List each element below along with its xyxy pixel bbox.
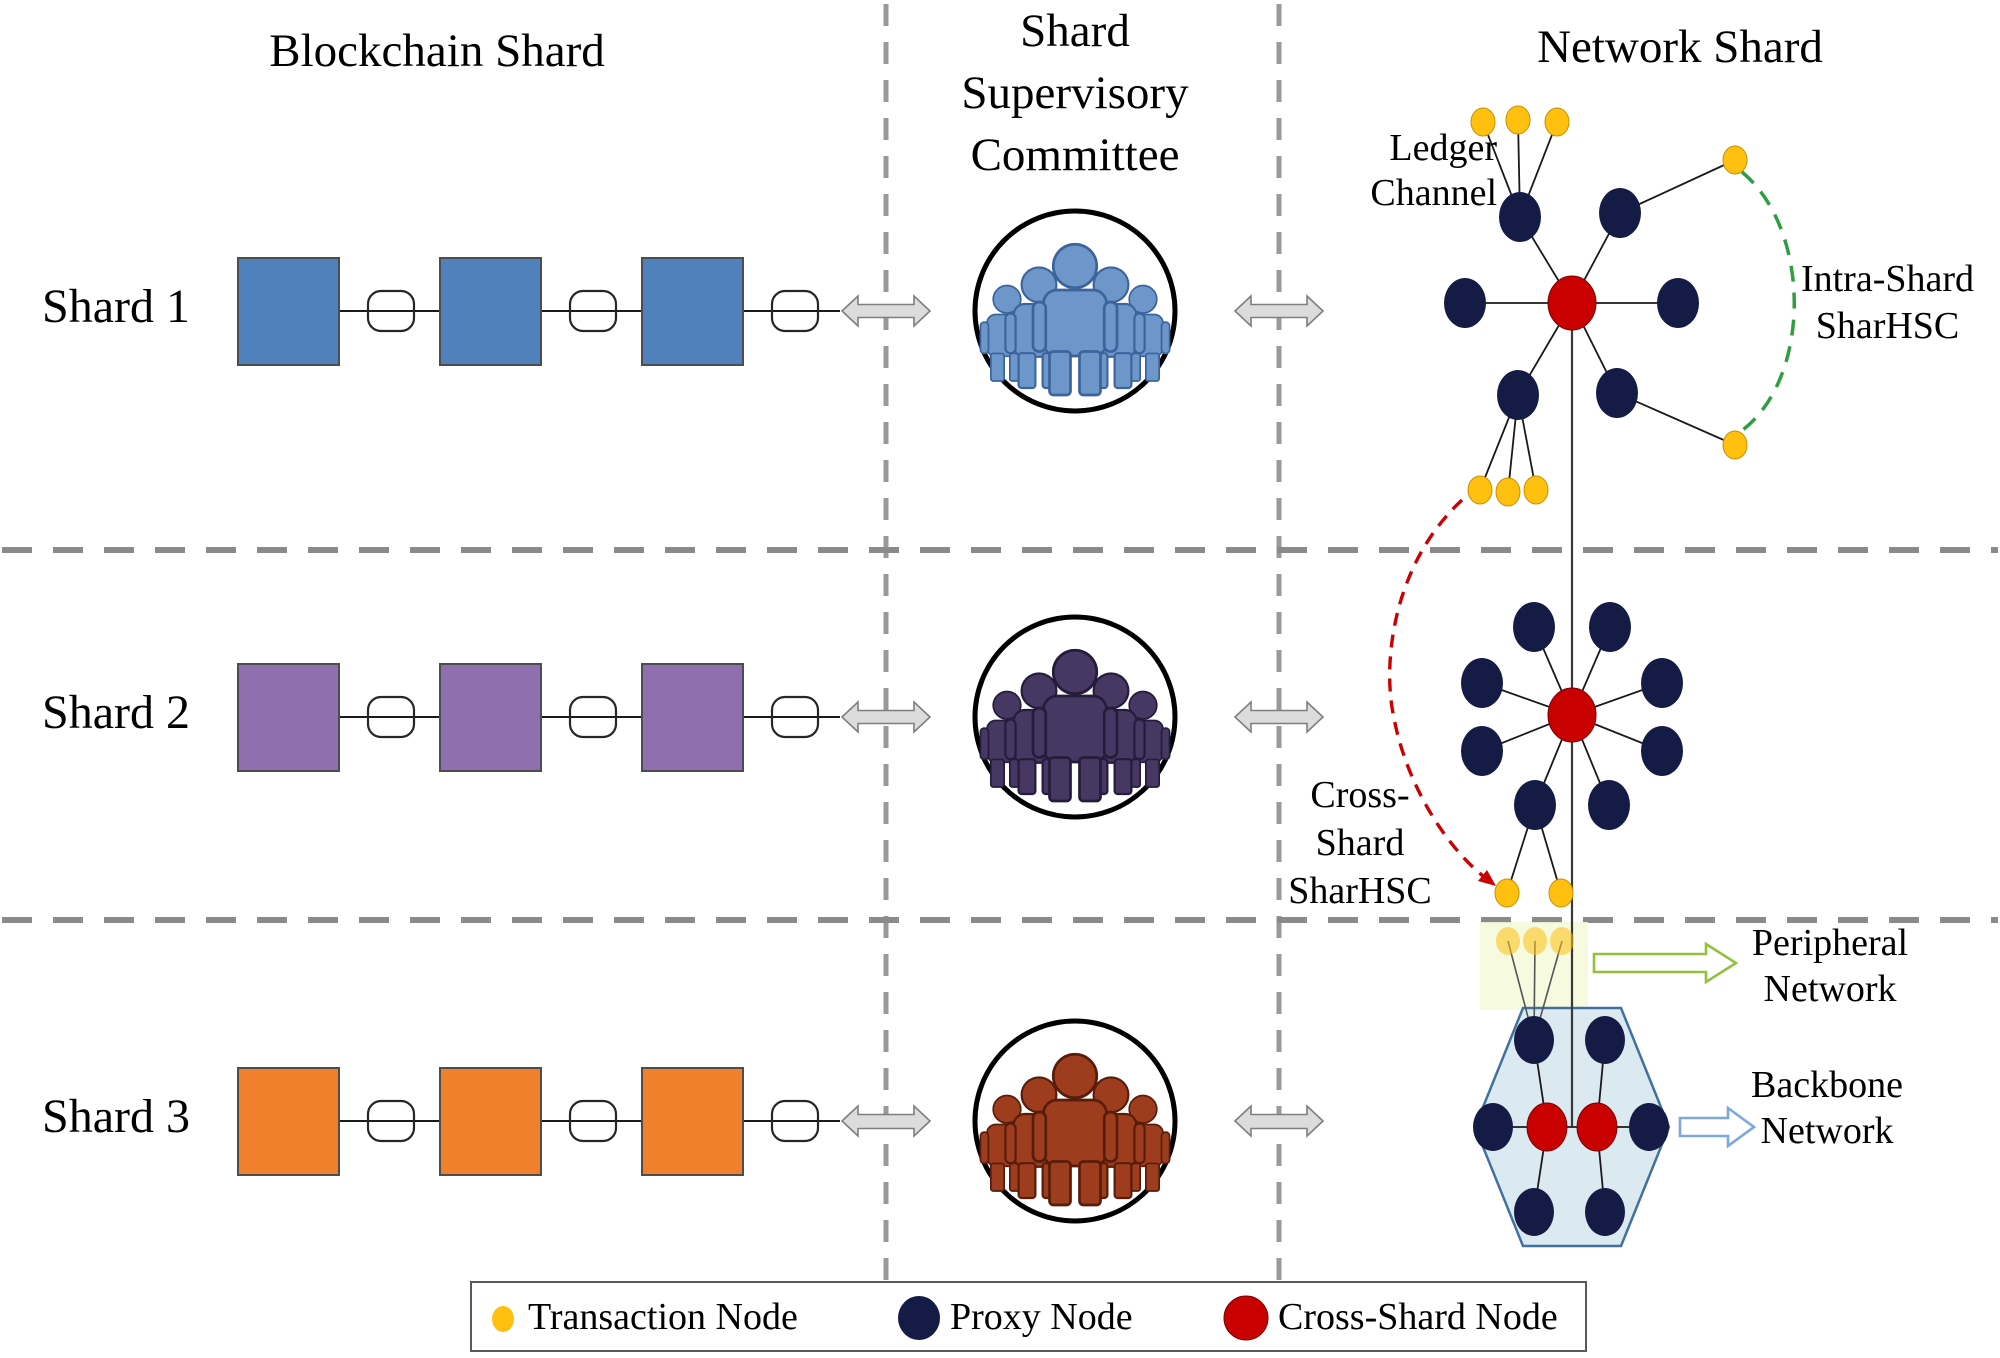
transaction-node: [1467, 105, 1748, 507]
intra-shard-arc: [1738, 170, 1796, 434]
column-title-blockchain-shard: Blockchain Shard: [269, 25, 605, 77]
block: [237, 257, 340, 366]
column-title-shard-supervisory-committee: Shard Supervisory Committee: [925, 0, 1225, 186]
proxy-node: [1461, 602, 1683, 830]
label-line: Channel: [1370, 172, 1497, 214]
block: [439, 1067, 542, 1176]
block: [237, 663, 340, 772]
block: [641, 257, 744, 366]
legend: Transaction Node Proxy Node Cross-Shard …: [470, 1281, 1587, 1352]
transaction-node: [1494, 878, 1574, 908]
row-label-shard-2: Shard 2: [42, 686, 190, 739]
column-divider-lines: [883, 4, 1282, 1281]
label-line: Peripheral: [1751, 922, 1909, 964]
proxy-node: [1444, 188, 1699, 420]
peripheral-arrow-icon: [1592, 941, 1739, 985]
intra-shard-sharhsc-label: Intra-Shard SharHSC: [1780, 256, 1995, 350]
title-line: Supervisory: [961, 67, 1189, 119]
label-line: SharHSC: [1815, 305, 1960, 347]
label-line: Cross-: [1310, 774, 1410, 816]
double-arrow-icon: [840, 700, 1325, 734]
network-shard3-backbone: [1473, 927, 1669, 1236]
transaction-node-legend-icon: [492, 1306, 514, 1332]
block: [641, 1067, 744, 1176]
block: [439, 663, 542, 772]
label-line: Backbone: [1751, 1064, 1903, 1106]
legend-label-proxy-node: Proxy Node: [950, 1296, 1133, 1338]
title-line: Shard: [1020, 5, 1130, 57]
network-shard2-star: [1461, 602, 1683, 908]
legend-label-cross-shard-node: Cross-Shard Node: [1278, 1296, 1558, 1338]
transaction-node-faded: [1496, 927, 1574, 955]
label-line: Ledger: [1389, 127, 1497, 169]
row-divider-lines: [2, 547, 1998, 923]
network-shard1-star: [1444, 105, 1748, 507]
block: [237, 1067, 340, 1176]
chain-link-icon: [366, 695, 820, 739]
cross-shard-arc-arrowhead: [1478, 870, 1496, 886]
cross-shard-node-legend-icon: [1223, 1295, 1269, 1341]
backbone-network-label: Backbone Network: [1722, 1062, 1932, 1154]
chain-link-icon: [366, 1099, 820, 1143]
ledger-channel-label: Ledger Channel: [1320, 126, 1497, 216]
double-arrow-icon: [840, 294, 1325, 328]
label-line: Network: [1760, 1110, 1894, 1152]
cross-shard-node: [1547, 275, 1597, 331]
proxy-node: [1473, 1016, 1669, 1236]
legend-label-transaction-node: Transaction Node: [528, 1296, 798, 1338]
cross-shard-sharhsc-label: Cross- Shard SharHSC: [1272, 771, 1448, 915]
shard1-blockchain: [237, 208, 1325, 414]
backbone-arrow-icon: [1678, 1105, 1757, 1149]
shard2-blockchain: [237, 614, 1325, 820]
label-line: SharHSC: [1288, 870, 1432, 912]
title-line: Committee: [970, 129, 1180, 181]
label-line: Network: [1763, 968, 1897, 1010]
chain-link-icon: [366, 289, 820, 333]
block: [641, 663, 744, 772]
cross-shard-node: [1547, 687, 1597, 743]
cross-shard-node: [1526, 1102, 1618, 1152]
shard3-blockchain: [237, 1018, 1325, 1224]
row-label-shard-3: Shard 3: [42, 1090, 190, 1143]
block: [439, 257, 542, 366]
double-arrow-icon: [840, 1104, 1325, 1138]
row-label-shard-1: Shard 1: [42, 280, 190, 333]
label-line: Shard: [1315, 822, 1405, 864]
proxy-node-legend-icon: [898, 1296, 940, 1340]
column-title-network-shard: Network Shard: [1537, 21, 1823, 73]
label-line: Intra-Shard: [1800, 258, 1975, 300]
peripheral-network-label: Peripheral Network: [1725, 920, 1935, 1012]
